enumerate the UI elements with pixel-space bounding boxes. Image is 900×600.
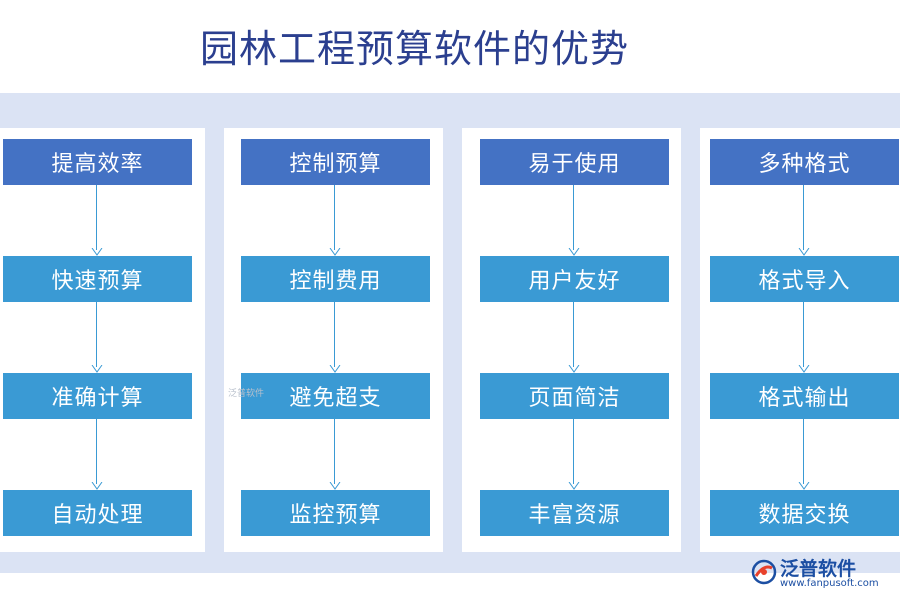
- flow-arrow: [329, 185, 341, 256]
- flow-arrow: [91, 299, 103, 373]
- column-header-3: 易于使用: [480, 139, 669, 185]
- flow-arrow: [568, 416, 580, 490]
- column-2-item-3: 监控预算: [241, 490, 430, 536]
- flow-arrow: [91, 416, 103, 490]
- flow-arrow: [91, 185, 103, 256]
- column-4-item-1: 格式导入: [710, 256, 899, 302]
- arrow-head-icon: [329, 482, 341, 490]
- column-2-item-1: 控制费用: [241, 256, 430, 302]
- flow-arrow: [568, 185, 580, 256]
- flow-arrow: [329, 299, 341, 373]
- flow-arrow: [329, 416, 341, 490]
- column-2-item-2: 避免超支: [241, 373, 430, 419]
- flow-arrow: [568, 299, 580, 373]
- column-header-2: 控制预算: [241, 139, 430, 185]
- arrow-head-icon: [798, 482, 810, 490]
- arrow-head-icon: [568, 248, 580, 256]
- column-header-1: 提高效率: [3, 139, 192, 185]
- flow-arrow: [798, 416, 810, 490]
- column-4-item-2: 格式输出: [710, 373, 899, 419]
- column-1-item-2: 准确计算: [3, 373, 192, 419]
- column-panel-1: [0, 128, 205, 552]
- flow-arrow: [798, 185, 810, 256]
- arrow-head-icon: [91, 482, 103, 490]
- arrow-head-icon: [568, 482, 580, 490]
- page-title: 园林工程预算软件的优势: [200, 27, 630, 71]
- column-4-item-3: 数据交换: [710, 490, 899, 536]
- column-header-4: 多种格式: [710, 139, 899, 185]
- column-3-item-2: 页面简洁: [480, 373, 669, 419]
- column-panel-4: [700, 128, 900, 552]
- brand-logo: 泛普软件 www.fanpusoft.com: [750, 554, 890, 594]
- arrow-head-icon: [329, 248, 341, 256]
- logo-url: www.fanpusoft.com: [780, 578, 879, 589]
- fanpu-logo-icon: [751, 559, 777, 585]
- arrow-head-icon: [798, 365, 810, 373]
- arrow-head-icon: [329, 365, 341, 373]
- arrow-head-icon: [798, 248, 810, 256]
- arrow-head-icon: [568, 365, 580, 373]
- watermark-text: 泛普软件: [228, 389, 265, 399]
- column-panel-2: [224, 128, 443, 552]
- column-panel-3: [462, 128, 681, 552]
- flow-arrow: [798, 299, 810, 373]
- column-3-item-1: 用户友好: [480, 256, 669, 302]
- column-1-item-3: 自动处理: [3, 490, 192, 536]
- arrow-head-icon: [91, 365, 103, 373]
- column-3-item-3: 丰富资源: [480, 490, 669, 536]
- column-1-item-1: 快速预算: [3, 256, 192, 302]
- logo-brand-name: 泛普软件: [780, 558, 857, 580]
- arrow-head-icon: [91, 248, 103, 256]
